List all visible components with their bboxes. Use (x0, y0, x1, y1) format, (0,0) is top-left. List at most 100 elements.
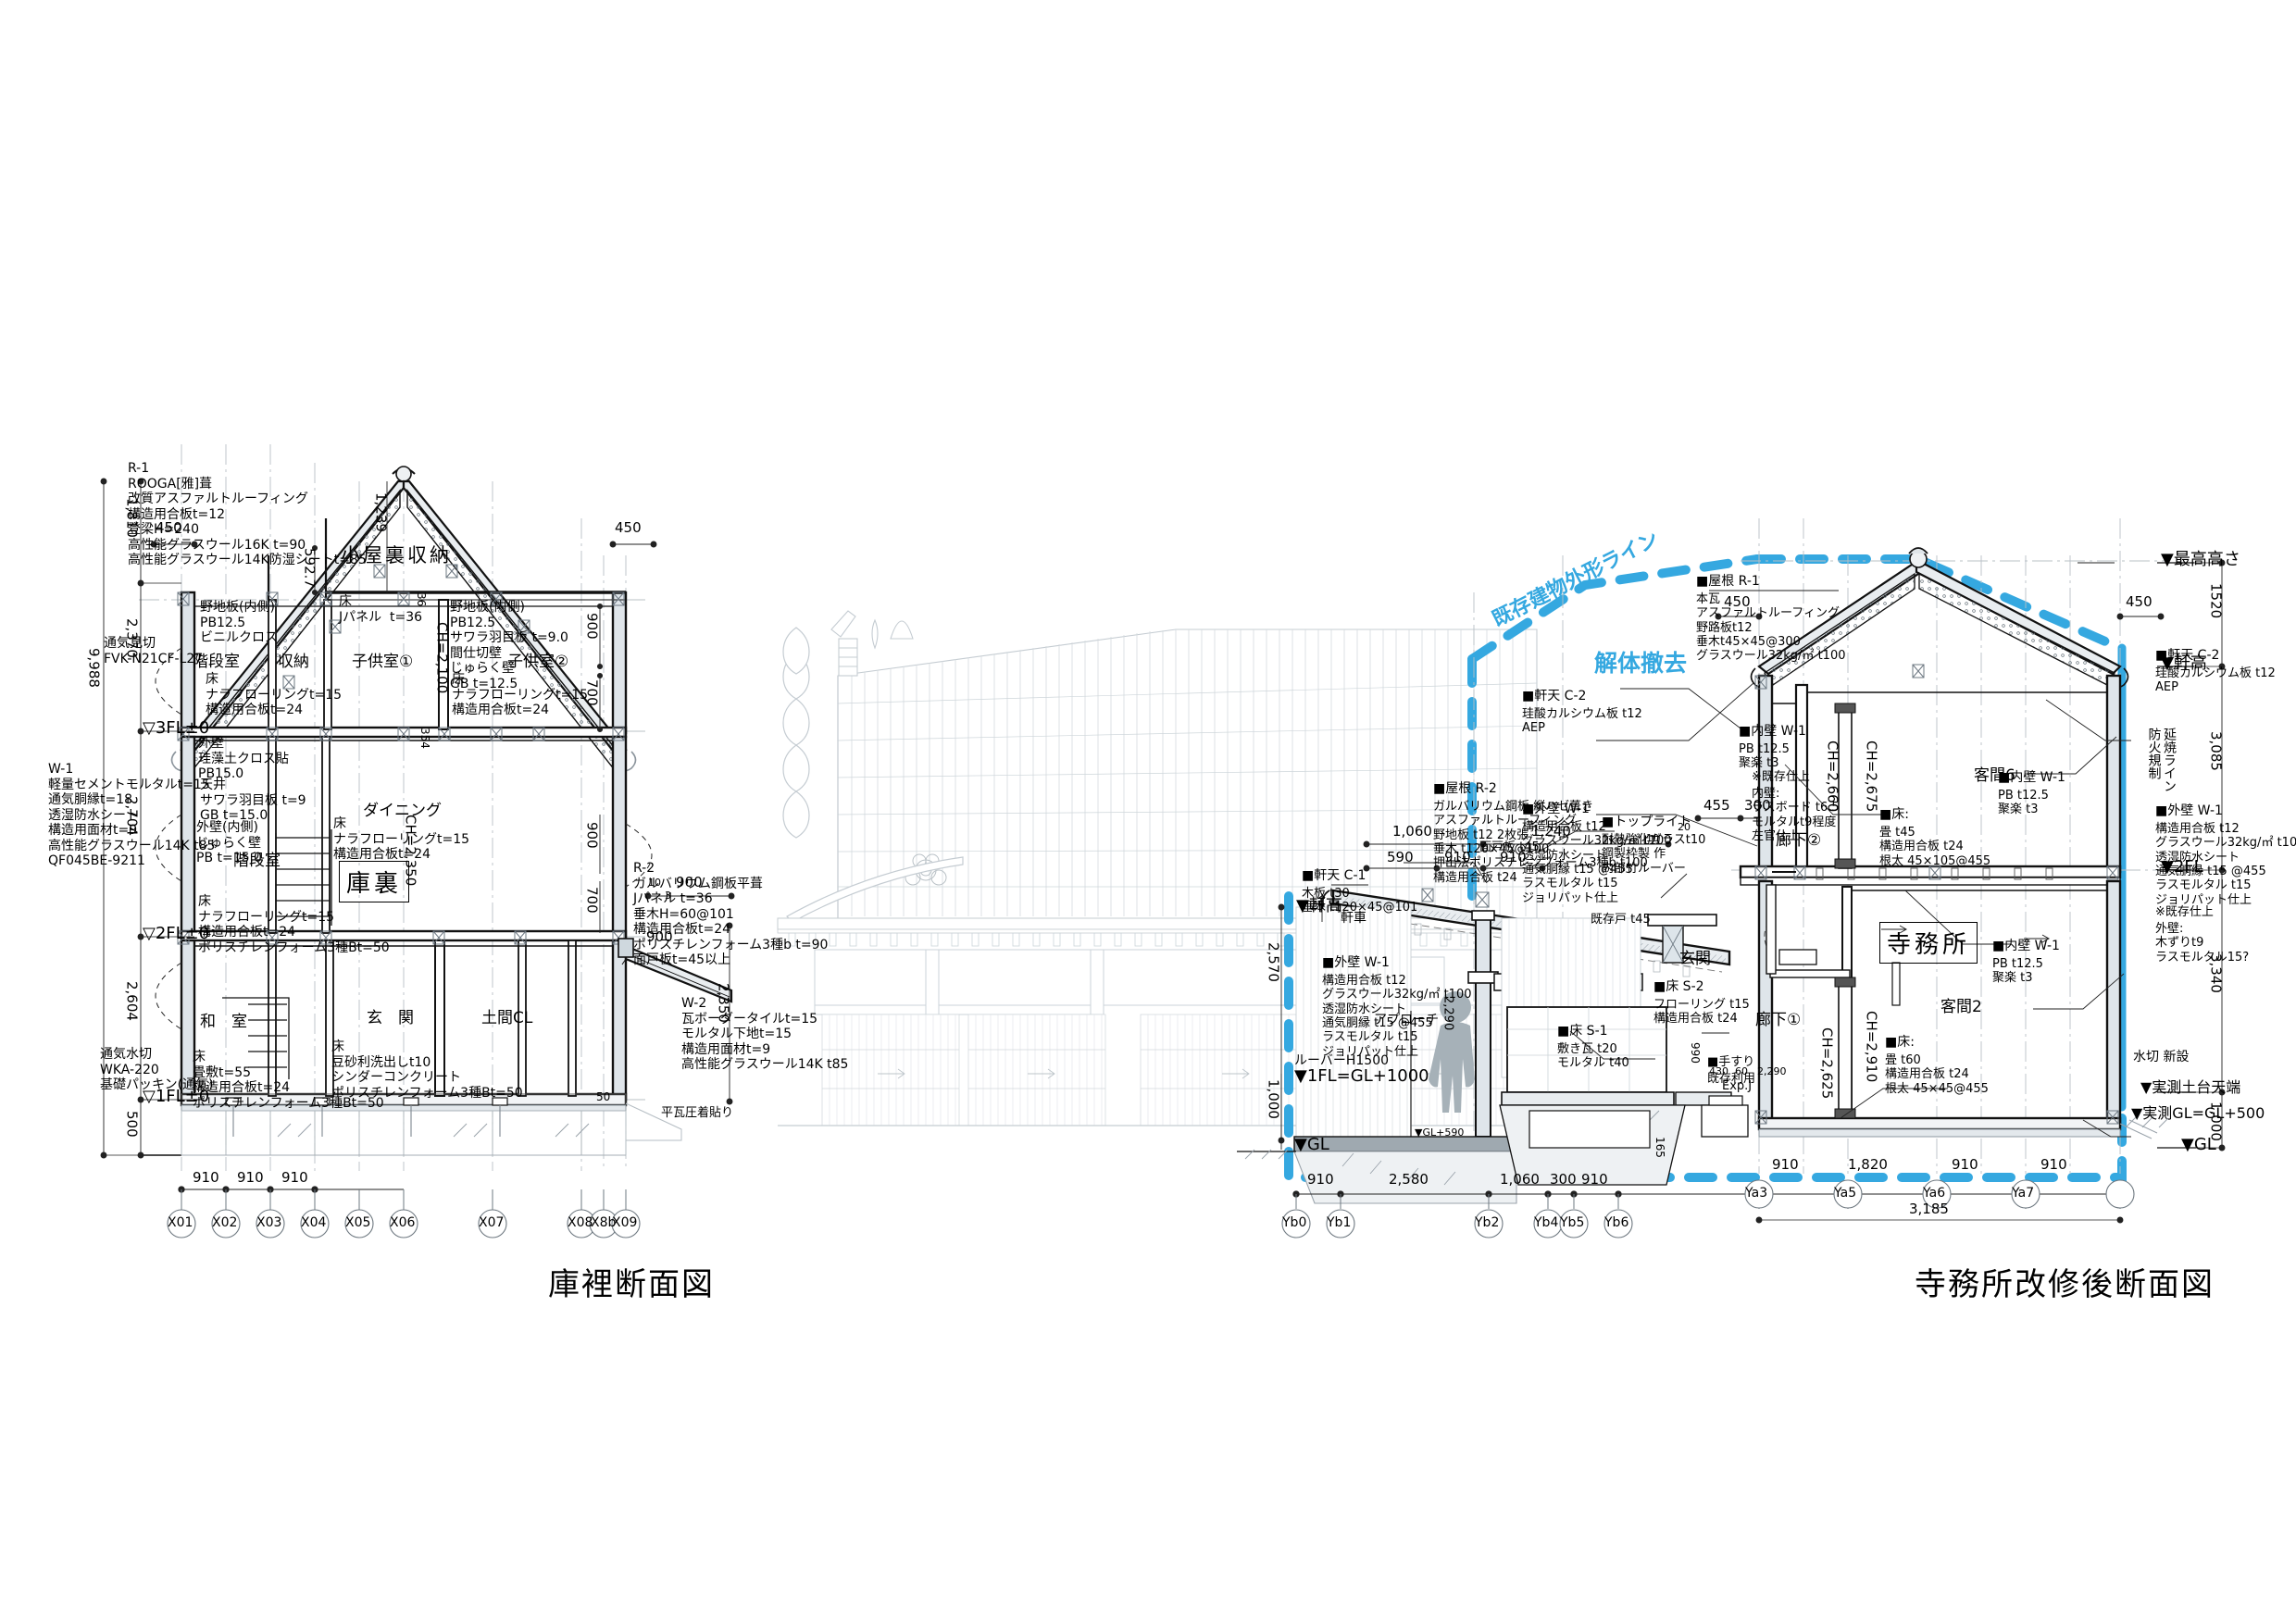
room-label-stair-3f: 階段室 (193, 653, 240, 671)
title-left-section: 庫裡断面図 (548, 1266, 715, 1303)
left-partitions (194, 599, 613, 1097)
right-eave-edge-note: 面戸板 t45 (1479, 840, 1540, 854)
dim-left-2604: 2,604 (123, 981, 141, 1021)
figure-height-label: 2,290 (1441, 996, 1455, 1031)
right-floor-s1-title: ■床 S-1 (1557, 1024, 1608, 1039)
dim-b-300: 300 (1550, 1171, 1577, 1188)
grid-label-yb1: Yb1 (1327, 1215, 1352, 1230)
dim-right-1000: 1,000 (2207, 1101, 2225, 1141)
room-label-nokiguruma: 軒車 (1341, 911, 1366, 926)
right-inner-w1c-lines: PB t12.5 聚楽 t3 (1992, 957, 2043, 986)
left-attic-inner-note: 野地板(内側) PB12.5 ビニルクロス (200, 600, 278, 646)
room-label-dining: ダイニング (363, 802, 442, 820)
right-level-baselines (2157, 562, 2196, 1149)
blue-annotation-demolition: 解体撤去 (1594, 650, 1688, 677)
right-toplight-lines: 耐熱強化ガラスt10 鋼製枠製 作 内部竹ルーバー (1602, 833, 1706, 876)
level-mark-1fl: ▽1FL±0 (143, 1087, 210, 1106)
dim-590: 590 (1387, 849, 1414, 865)
right-roof (1750, 547, 2129, 689)
right-grid-bubbles (1281, 1179, 2135, 1238)
level-mark-1fl-gl1000: ▼1FL=GL+1000 (1294, 1066, 1429, 1086)
right-existing-inner-lines: 内壁: ラスボード t6.5 モルタルt9程度 左官仕上 (1752, 787, 1840, 843)
level-mark-2fl: ▽2FL±0 (143, 924, 210, 943)
room-label-kids-1: 子供室① (352, 653, 414, 671)
left-wall-spec-w1-note: W-1 軽量セメントモルタルt=15 通気胴縁t=18 透湿防水シート 構造用面… (48, 762, 216, 869)
grid-label-x05: X05 (345, 1215, 371, 1230)
right-soffit-c2b-lines: 珪酸カルシウム板 t12 AEP (2155, 666, 2276, 695)
room-label-attic-storage: 小屋裏収納 (341, 544, 452, 566)
title-right-section: 寺務所改修後断面図 (1915, 1266, 2215, 1303)
dim-left-500: 500 (123, 1111, 141, 1138)
dim-right-450b: 450 (2126, 593, 2152, 610)
left-building-shell (180, 518, 628, 1107)
louver-label: ルーバーH1500 (1294, 1053, 1390, 1068)
dim-b-910-5: 910 (2040, 1156, 2067, 1173)
dim-misc-50: 50 (596, 1090, 611, 1103)
ch-label-kids1: CH=2,100 (433, 622, 451, 694)
existing-outline-blue-dashed (1284, 554, 2127, 1182)
dim-b-910-3: 910 (1772, 1156, 1799, 1173)
right-inner-w1-lines: PB t12.5 聚楽 t3 (1739, 742, 1790, 771)
dim-165: 165 (1653, 1137, 1667, 1158)
grid-label-x06: X06 (390, 1215, 416, 1230)
dim-right-450a: 450 (1724, 593, 1751, 610)
dim-b-1060: 1,060 (1500, 1171, 1540, 1188)
label-enshou-line: 延焼ライン 防火規制 (2146, 728, 2177, 792)
left-partition-note-kids2: 野地板(内側) PB12.5 サワラ羽目板 t=9.0 間仕切壁 じゅらく壁 G… (450, 600, 568, 691)
right-mizukiri-note: 水切 新設 (2133, 1050, 2190, 1064)
level-mark-max-height: ▼最高高さ (2161, 550, 2240, 569)
dim-slope-10: 20 (1678, 821, 1691, 833)
grid-label-x8b: X8b (591, 1215, 617, 1230)
dim-left-1810: 1,810 (123, 498, 141, 538)
dim-right-1520: 1520 (2207, 583, 2225, 619)
level-mark-eave-height-left: ▼軒高 (1296, 896, 1342, 915)
dim-canopy-900: 900 (676, 874, 703, 890)
dim-910a: 910 (1444, 849, 1471, 865)
level-mark-eave-height: ▼軒高 (2161, 653, 2207, 673)
right-handrail-title: ■手すり (1707, 1055, 1755, 1069)
right-soffit-c2b-title: ■軒天 C-2 (2155, 648, 2220, 663)
room-label-storage: 収納 (278, 653, 309, 671)
level-mark-sill-top: ▼実測土台天端 (2140, 1078, 2241, 1096)
grid-label-ya3: Ya3 (1745, 1186, 1768, 1201)
dim-75: 75 (1309, 900, 1325, 914)
right-floor-tatami45-title: ■床: (1879, 807, 1909, 822)
grid-label-x04: X04 (301, 1215, 327, 1230)
right-leader-lines (1331, 562, 2131, 1138)
dim-room-700a: 700 (583, 679, 601, 706)
dim-990: 990 (1689, 1042, 1703, 1064)
room-label-stair-2f: 階段室 (233, 852, 281, 870)
building-label-kuri-box: 庫裏 (339, 861, 410, 902)
dim-room-700b: 700 (583, 887, 601, 914)
ch-label-kyakuma2: CH=2,910 (1863, 1011, 1880, 1083)
building-label-jimusho: 寺務所 (1879, 922, 1978, 964)
dim-attic-354: 354 (418, 728, 432, 749)
left-floor-note-stair: 床 ナラフローリングt=15 構造用合板t=24 ポリスチレンフォーム3種Bt=… (198, 894, 390, 955)
right-floor-tatami60-lines: 畳 t60 構造用合板 t24 根太 45×45@455 (1885, 1053, 1989, 1096)
grid-label-x07: X07 (479, 1215, 505, 1230)
level-mark-3fl: ▽3FL±0 (143, 718, 210, 738)
dim-910b: 910 (1500, 849, 1527, 865)
right-floor-tatami45-lines: 畳 t45 構造用合板 t24 根太 45×105@455 (1879, 826, 1991, 868)
entrance-canopy-structure (1237, 888, 1749, 1204)
left-door-swings (155, 647, 653, 1030)
grid-label-ya6: Ya6 (1923, 1186, 1946, 1201)
right-inner-w1b-lines: PB t12.5 聚楽 t3 (1998, 789, 2049, 817)
dim-left-total-9988: 9,988 (85, 648, 103, 688)
grid-label-ya5: Ya5 (1834, 1186, 1857, 1201)
dim-left-2370: 2,370 (123, 618, 141, 658)
dim-b-910-2: 910 (1581, 1171, 1608, 1188)
expj-label: Exp.J (1722, 1079, 1753, 1093)
ch-label-rouka1: CH=2,625 (1818, 1027, 1836, 1100)
grid-label-x02: X02 (212, 1215, 238, 1230)
dim-left-1000b: 1,000 (1265, 1079, 1282, 1119)
right-wall-w1b-title: ■外壁 W-1 (1322, 955, 1390, 970)
right-wall-w1-lines: 構造用合板 t12 グラスウール32kg/㎡ t100 透湿防水シート 通気胴縁… (1522, 820, 1672, 905)
right-wall-w1c-lines: 構造用合板 t12 グラスウール32kg/㎡ t100 透湿防水シート 通気胴縁… (2155, 822, 2296, 907)
dim-455: 455 (1703, 797, 1730, 814)
grid-label-x09: X09 (612, 1215, 638, 1230)
dim-attic-592: 592.7 (301, 548, 318, 588)
right-floor-s2-lines: フローリング t15 構造用合板 t24 (1653, 998, 1750, 1027)
dim-b-910-1: 910 (1307, 1171, 1334, 1188)
